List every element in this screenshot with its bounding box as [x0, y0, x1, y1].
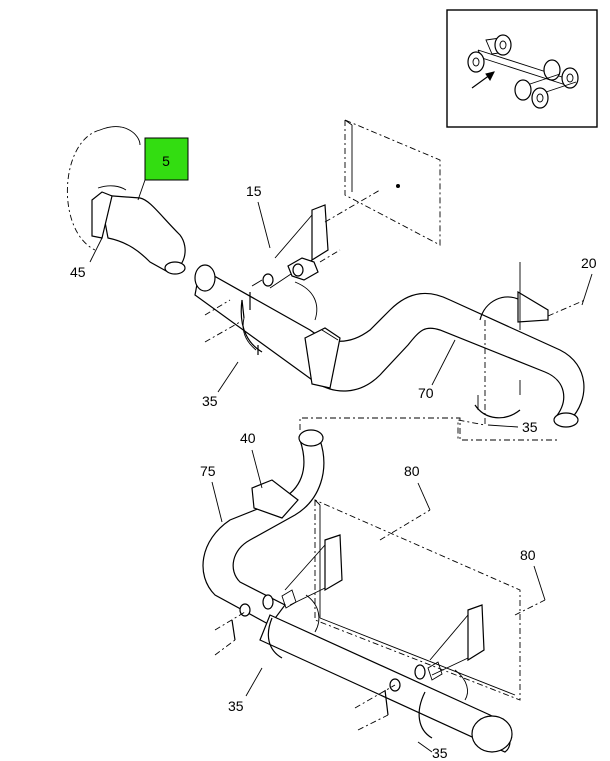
callout-80-upper[interactable]: 80 [404, 463, 431, 511]
lower-mounting-bracket-left [239, 534, 343, 617]
pipe-clamp-upper [304, 327, 341, 389]
callout-5-label: 5 [162, 153, 170, 169]
callout-35-lower-right-label: 35 [432, 745, 448, 761]
callout-40-label: 40 [240, 430, 256, 446]
callout-75-label: 75 [200, 463, 216, 479]
turbo-outlet-housing [67, 126, 141, 251]
lower-mounting-bracket-right [389, 604, 485, 692]
callout-35-upper-left-label: 35 [202, 393, 218, 409]
lower-exhaust-elbow-item-75 [202, 429, 325, 626]
lower-frame-rail [314, 499, 521, 701]
upper-exhaust-pipe-item-70 [194, 264, 585, 428]
exhaust-elbow-item-5 [91, 185, 186, 275]
callout-15[interactable]: 15 [246, 183, 271, 249]
pipe-clamp-lower [251, 479, 299, 519]
upper-mounting-bracket [251, 189, 381, 289]
callout-35-lower-left[interactable]: 35 [228, 667, 263, 714]
callout-35-upper-left[interactable]: 35 [202, 361, 239, 409]
callout-80-upper-label: 80 [404, 463, 420, 479]
callout-20-label: 20 [581, 255, 597, 271]
lower-exhaust-pipe [259, 614, 513, 753]
axis-dash-lines [204, 299, 546, 731]
callout-40[interactable]: 40 [240, 430, 263, 489]
callout-80-lower[interactable]: 80 [520, 547, 546, 601]
callout-35-lower-left-label: 35 [228, 698, 244, 714]
locator-inset [446, 9, 598, 128]
callout-75[interactable]: 75 [200, 463, 223, 523]
vehicle-chassis-locator-icon [467, 34, 579, 109]
callout-20[interactable]: 20 [581, 255, 597, 306]
hanger-straps-upper-right [457, 262, 586, 440]
callout-70-label: 70 [418, 385, 434, 401]
hanger-straps-lower-right [384, 669, 468, 739]
upper-frame-rail [344, 119, 441, 246]
callout-35-upper-right[interactable]: 35 [487, 419, 538, 435]
callout-15-label: 15 [246, 183, 262, 199]
callout-70[interactable]: 70 [418, 339, 456, 401]
connection-leader [299, 417, 560, 441]
callout-45[interactable]: 45 [70, 237, 103, 280]
callout-35-upper-right-label: 35 [522, 419, 538, 435]
callout-35-lower-right[interactable]: 35 [417, 741, 448, 761]
hanger-straps-upper-left [240, 281, 318, 355]
callout-45-label: 45 [70, 264, 86, 280]
callout-5[interactable]: 5 [137, 137, 189, 201]
locator-arrow-icon [471, 71, 495, 89]
hanger-straps-lower-left [231, 594, 320, 659]
callout-80-lower-label: 80 [520, 547, 536, 563]
